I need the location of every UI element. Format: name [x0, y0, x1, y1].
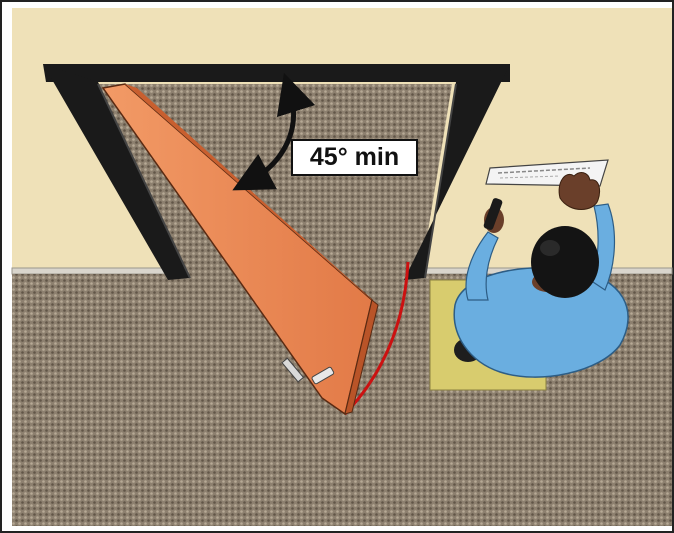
door-frame-header [43, 64, 510, 82]
angle-label: 45° min [291, 139, 418, 176]
